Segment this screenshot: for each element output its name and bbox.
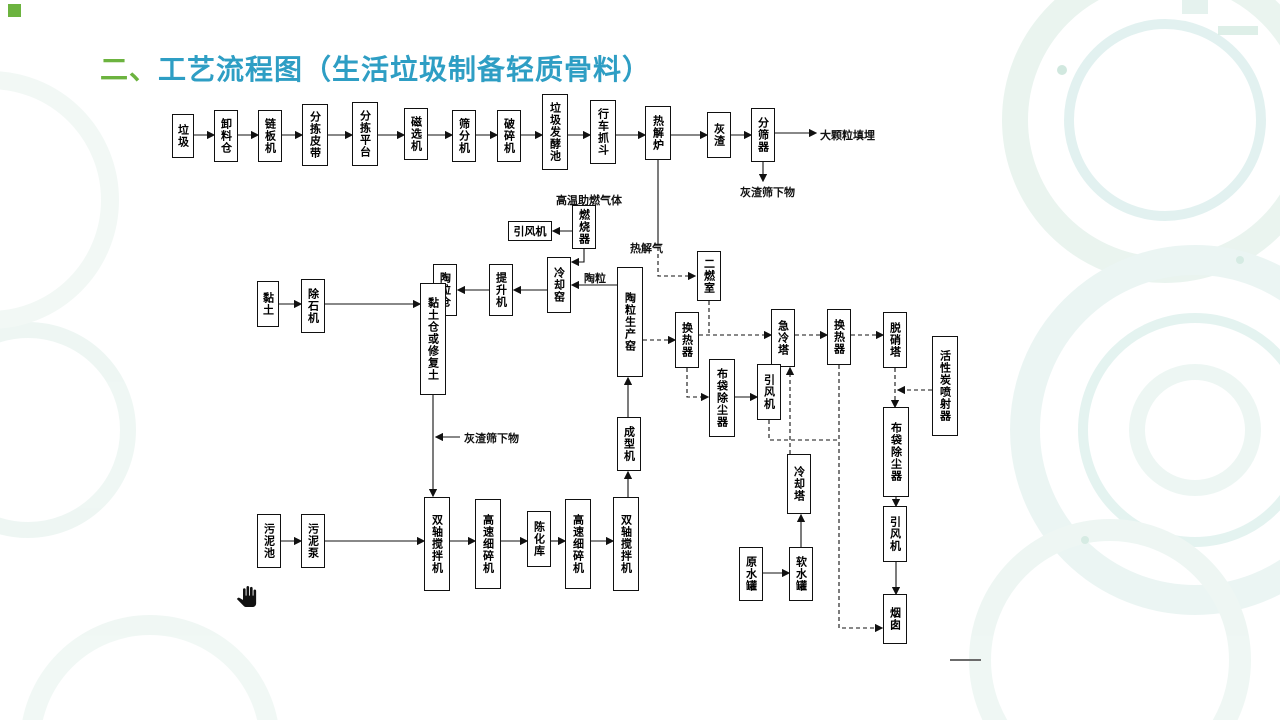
node-wuni-chi: 污泥池 [257,514,281,568]
node-lianban-ji: 链板机 [258,110,282,162]
node-shaifen-ji: 筛分机 [452,110,476,162]
node-gaosu-xisuiji-2: 高速细碎机 [565,499,591,589]
hand-cursor-icon [236,586,257,607]
node-yancong: 烟囱 [883,594,907,644]
node-fenjian-pingtai: 分拣平台 [352,102,378,166]
node-huanre-qi-1: 换热器 [675,312,699,368]
node-huizha: 灰渣 [707,112,731,158]
diagram-edge-28 [686,368,710,402]
node-lengque-ta: 冷却塔 [787,454,811,514]
diagram-edge-group [194,128,932,633]
node-shuangzhou-jiaobanji-1: 双轴搅拌机 [424,497,450,591]
node-chenhua-ku: 陈化库 [527,511,551,567]
flow-label-taoli: 陶粒 [584,272,606,285]
flow-label-huizha-shaixiawu-2: 灰渣筛下物 [464,432,519,445]
flow-label-dakeli-tianmai: 大颗粒填埋 [820,129,875,142]
node-budai-chuchenqi-2: 布袋除尘器 [883,407,909,497]
node-chengxing-ji: 成型机 [617,417,641,471]
node-lengque-yao: 冷却窑 [547,257,571,313]
page-title-prefix: 二、 [100,53,159,86]
diagram-edge-33 [570,249,585,267]
node-shuangzhou-jiaobanji-2: 双轴搅拌机 [613,497,639,591]
node-niantu: 黏土 [257,281,279,327]
node-xieliao-cang: 卸料仓 [214,110,238,162]
node-ranshao-qi: 燃烧器 [572,205,596,249]
node-yinfeng-ji-2: 引风机 [757,364,781,420]
node-budai-chuchenqi-1: 布袋除尘器 [709,359,735,437]
node-yinfeng-ji-3: 引风机 [883,506,907,562]
node-yuanshui-guan: 原水罐 [739,547,763,601]
diagram-edge-30 [768,420,839,441]
node-huoxingtan-pensheqi: 活性炭喷射器 [932,336,958,436]
flow-label-gaowen-zhuran-qiti: 高温助燃气体 [556,194,622,207]
page-title-main: 工艺流程图（生活垃圾制备轻质骨料） [158,53,652,86]
page-title: 二、工艺流程图（生活垃圾制备轻质骨料） [100,48,651,88]
node-yinfeng-ji-1: 引风机 [508,221,552,241]
node-erran-shi: 二燃室 [697,251,721,301]
node-tisheng-ji: 提升机 [489,264,513,316]
node-laji-fajiao-chi: 垃圾发酵池 [542,94,568,170]
node-laji: 垃圾 [172,114,194,158]
node-tuoxiao-ta: 脱硝塔 [883,312,907,368]
node-taoli-shengchan-yao: 陶粒生产窑 [617,267,643,377]
node-cixuan-ji: 磁选机 [404,108,428,160]
flow-label-rejie-qi: 热解气 [630,242,663,255]
node-chushi-ji: 除石机 [301,279,325,333]
diagram-edge-31 [838,365,884,633]
diagram-edge-15 [657,240,697,281]
divider-line [950,659,981,661]
flow-label-huizha-shaixiawu-1: 灰渣筛下物 [740,186,795,199]
node-fenshai-qi: 分筛器 [751,108,775,162]
corner-accent-square [8,4,21,17]
node-wuni-beng: 污泥泵 [301,514,325,568]
node-niantu-cang: 黏土仓或修复土 [420,283,446,395]
